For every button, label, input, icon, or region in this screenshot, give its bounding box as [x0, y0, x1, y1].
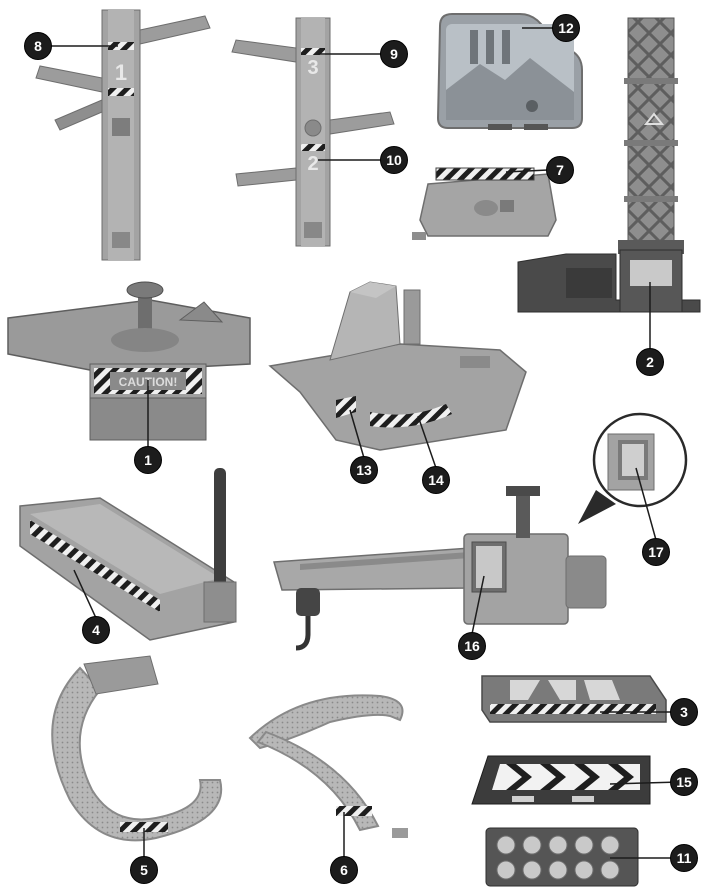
stud-tile-part	[485, 827, 639, 887]
scenery-card-part	[436, 13, 583, 130]
ramp-base-part	[268, 281, 527, 451]
callout-7: 7	[546, 156, 574, 184]
callout-4: 4	[82, 616, 110, 644]
pillar-1-number: 1	[115, 60, 127, 85]
crane-part	[273, 486, 607, 651]
callout-6: 6	[330, 856, 358, 884]
chevron-piece-part	[471, 755, 651, 805]
pillar-2-number: 2	[307, 153, 318, 175]
callout-8: 8	[24, 32, 52, 60]
callout-13: 13	[350, 456, 378, 484]
callout-3: 3	[670, 698, 698, 726]
pillar-1-part: 1	[35, 9, 211, 261]
leader-lines	[50, 27, 681, 859]
callout-10: 10	[380, 146, 408, 174]
callout-17: 17	[642, 538, 670, 566]
pillar-3-number: 3	[307, 57, 318, 79]
ramp-plate-part	[412, 167, 557, 240]
pillar-3-2-part: 3 2	[231, 17, 395, 247]
callout-1: 1	[134, 446, 162, 474]
callout-12: 12	[552, 14, 580, 42]
callout-5: 5	[130, 856, 158, 884]
callout-16: 16	[458, 632, 486, 660]
curve-track-left-part	[51, 655, 223, 842]
callout-11: 11	[670, 844, 698, 872]
callout-2: 2	[636, 348, 664, 376]
curve-track-right-part	[248, 694, 408, 838]
callout-15: 15	[670, 768, 698, 796]
bridge-piece-part	[481, 675, 667, 723]
callout-14: 14	[422, 466, 450, 494]
tower-part	[517, 17, 701, 313]
crane-detail-inset	[578, 412, 688, 524]
slide-ramp-part	[19, 468, 237, 641]
callout-9: 9	[380, 40, 408, 68]
launcher-part: CAUTION!	[7, 281, 251, 441]
